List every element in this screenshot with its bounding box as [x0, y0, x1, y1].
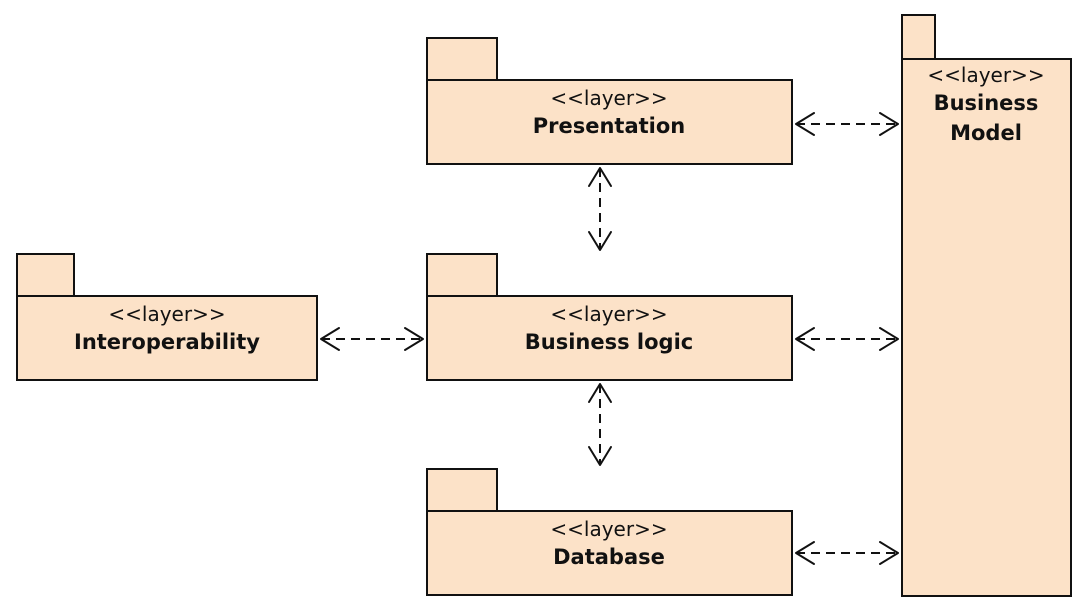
connector-business-logic-database	[588, 383, 612, 466]
connector-presentation-business-logic	[588, 167, 612, 251]
package-tab	[426, 37, 498, 81]
package-body	[426, 79, 793, 165]
package-interoperability: <<layer>> Interoperability	[16, 253, 318, 381]
package-tab	[901, 14, 936, 60]
package-business-model: <<layer>> Business Model	[901, 14, 1072, 597]
package-name: Presentation	[533, 114, 686, 138]
connector-business-logic-business-model	[795, 327, 899, 351]
package-business-logic: <<layer>> Business logic	[426, 253, 793, 381]
package-tab	[16, 253, 75, 297]
package-name-line-1: Business	[934, 91, 1039, 115]
package-tab	[426, 253, 498, 297]
connector-interoperability-business-logic	[320, 327, 424, 351]
package-database: <<layer>> Database	[426, 468, 793, 596]
stereotype-label: <<layer>>	[550, 302, 667, 326]
stereotype-label: <<layer>>	[927, 63, 1044, 87]
package-body	[901, 58, 1072, 597]
arrowhead	[404, 327, 424, 351]
package-name: Interoperability	[74, 330, 260, 354]
package-name: Database	[553, 545, 665, 569]
arrowhead	[588, 383, 612, 403]
stereotype-label: <<layer>>	[550, 517, 667, 541]
stereotype-label: <<layer>>	[550, 86, 667, 110]
package-body	[16, 295, 318, 381]
connector-database-business-model	[795, 541, 899, 565]
package-name-line-2: Model	[950, 121, 1022, 145]
arrowhead	[879, 327, 899, 351]
connector-presentation-business-model	[795, 112, 899, 136]
package-body	[426, 510, 793, 596]
package-presentation: <<layer>> Presentation	[426, 37, 793, 165]
arrowhead	[588, 167, 612, 187]
arrowhead	[795, 112, 815, 136]
arrowhead	[588, 446, 612, 466]
arrowhead	[795, 541, 815, 565]
arrowhead	[879, 112, 899, 136]
arrowhead	[320, 327, 340, 351]
arrowhead	[588, 231, 612, 251]
package-tab	[426, 468, 498, 512]
arrowhead	[795, 327, 815, 351]
package-name: Business logic	[525, 330, 693, 354]
stereotype-label: <<layer>>	[108, 302, 225, 326]
arrowhead	[879, 541, 899, 565]
package-body	[426, 295, 793, 381]
